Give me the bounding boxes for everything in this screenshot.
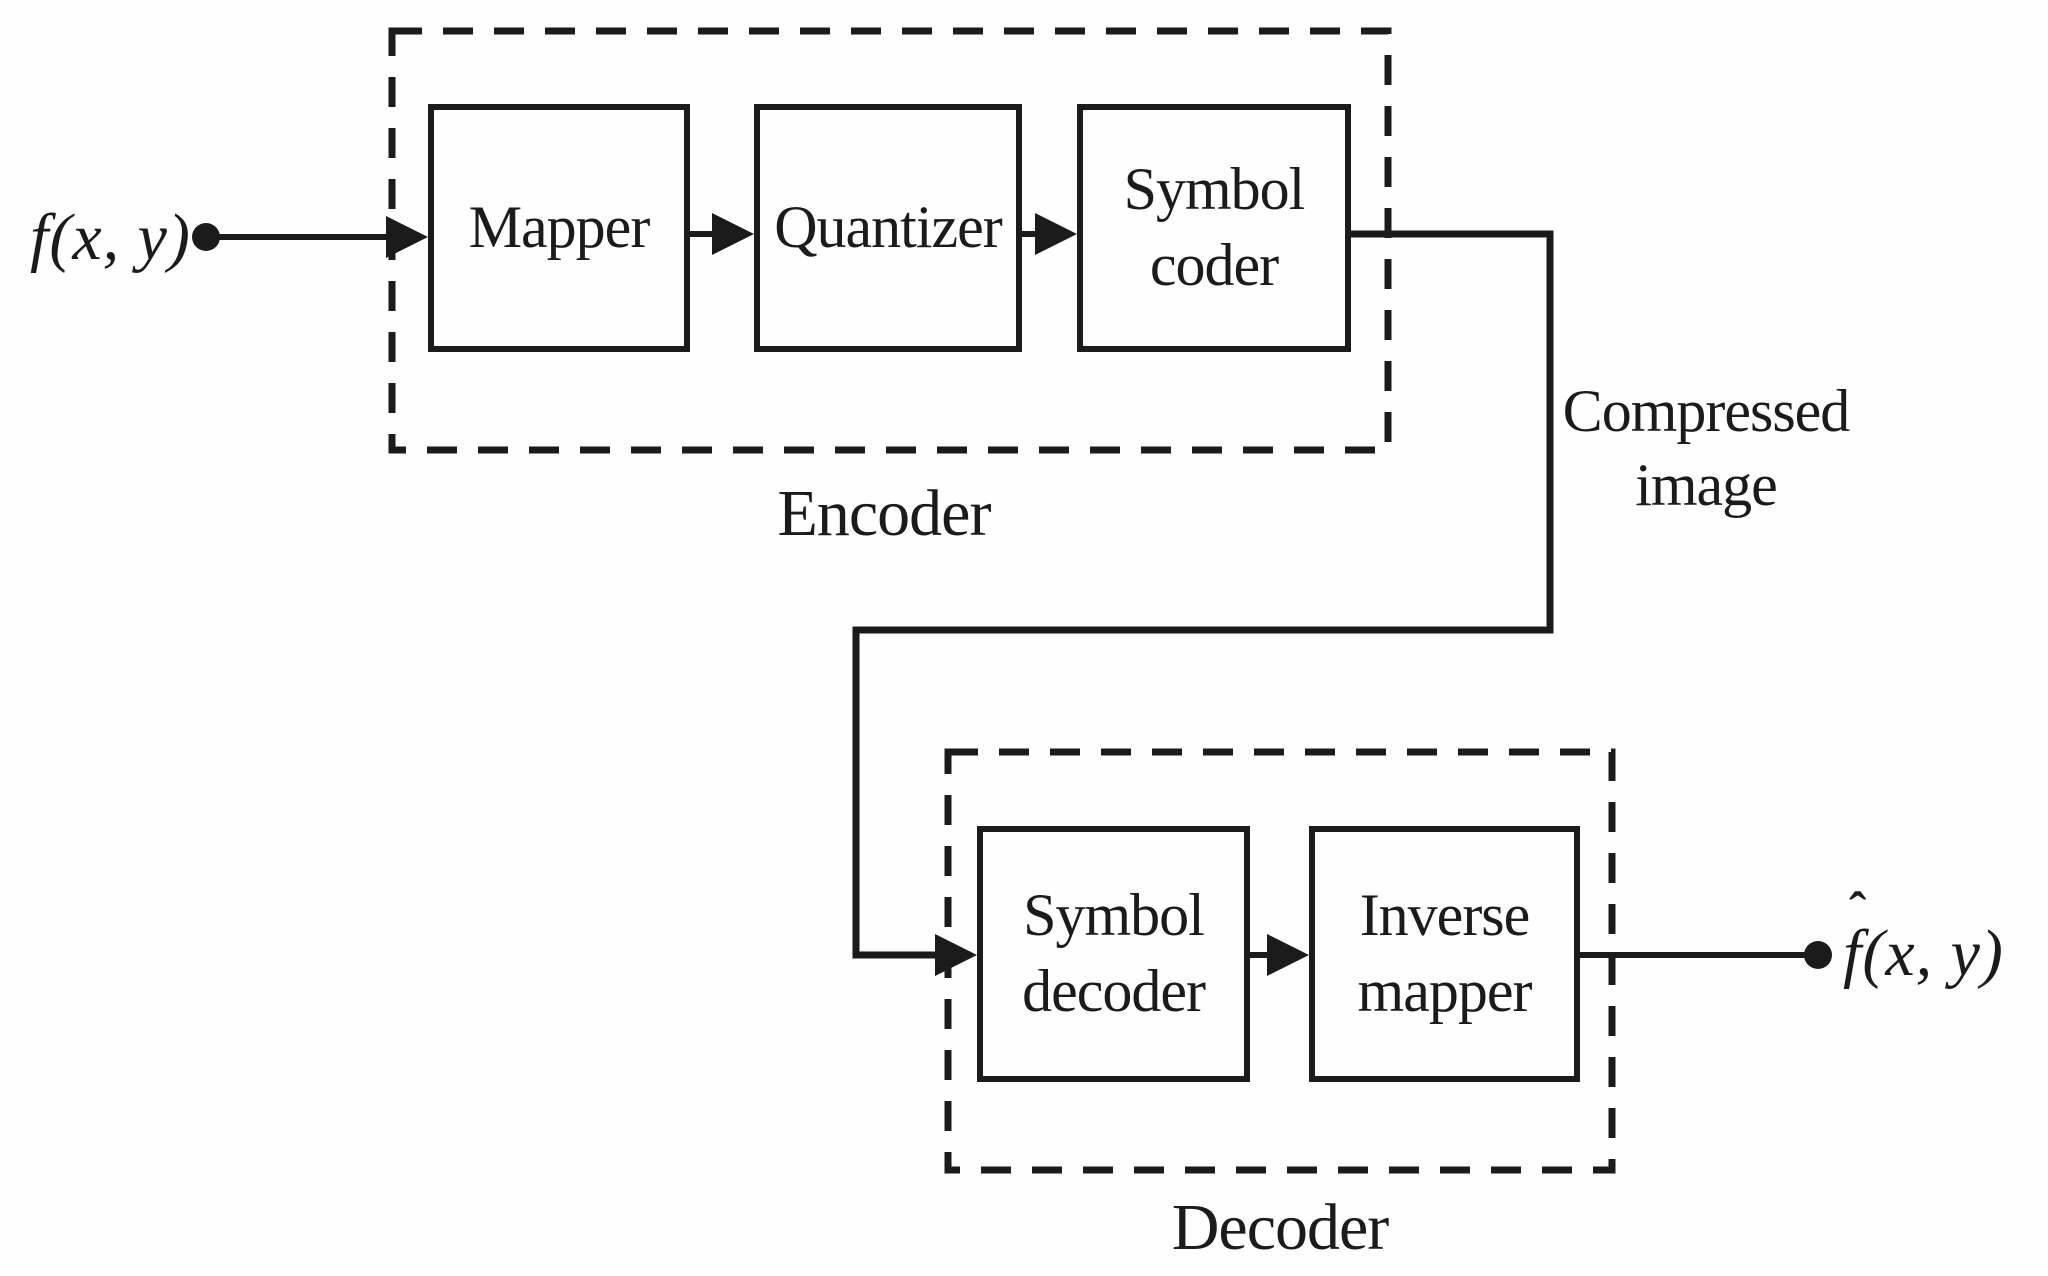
compressed-image-label: Compressed image — [1526, 374, 1886, 523]
arrow-symboldecoder-inversemapper-head — [1267, 934, 1309, 976]
quantizer-label: Quantizer — [774, 194, 1003, 261]
compressed-image-path — [852, 230, 1554, 959]
symbol-coder-block: Symbol coder — [1077, 104, 1351, 352]
symbol-decoder-block: Symbol decoder — [977, 826, 1250, 1082]
compressed-image-label-line2: image — [1635, 452, 1778, 519]
input-arrowhead — [386, 216, 428, 258]
output-terminal-dot — [1804, 941, 1832, 969]
input-signal-label: f(x, y) — [30, 200, 190, 276]
inverse-mapper-label: Inverse mapper — [1357, 882, 1533, 1024]
inverse-mapper-block: Inverse mapper — [1309, 826, 1580, 1082]
arrow-mapper-quantizer-head — [712, 213, 754, 255]
output-signal-hat: ˆ — [1849, 883, 1867, 940]
quantizer-block: Quantizer — [754, 104, 1022, 352]
output-signal-label: ˆ f(x, y) — [1843, 883, 2004, 992]
mapper-label: Mapper — [468, 194, 651, 261]
input-signal-text: f(x, y) — [30, 201, 191, 274]
decoder-title: Decoder — [1171, 1191, 1390, 1264]
encoder-title: Encoder — [777, 477, 992, 550]
output-signal-text: f(x, y) — [1843, 917, 2004, 990]
arrow-quantizer-symbolcoder-head — [1035, 213, 1077, 255]
symbol-decoder-label: Symbol decoder — [1022, 882, 1206, 1024]
symbol-coder-label: Symbol coder — [1123, 156, 1306, 298]
compressed-image-label-line1: Compressed — [1562, 378, 1851, 444]
mapper-block: Mapper — [428, 104, 690, 352]
compressed-image-arrowhead — [935, 934, 977, 976]
